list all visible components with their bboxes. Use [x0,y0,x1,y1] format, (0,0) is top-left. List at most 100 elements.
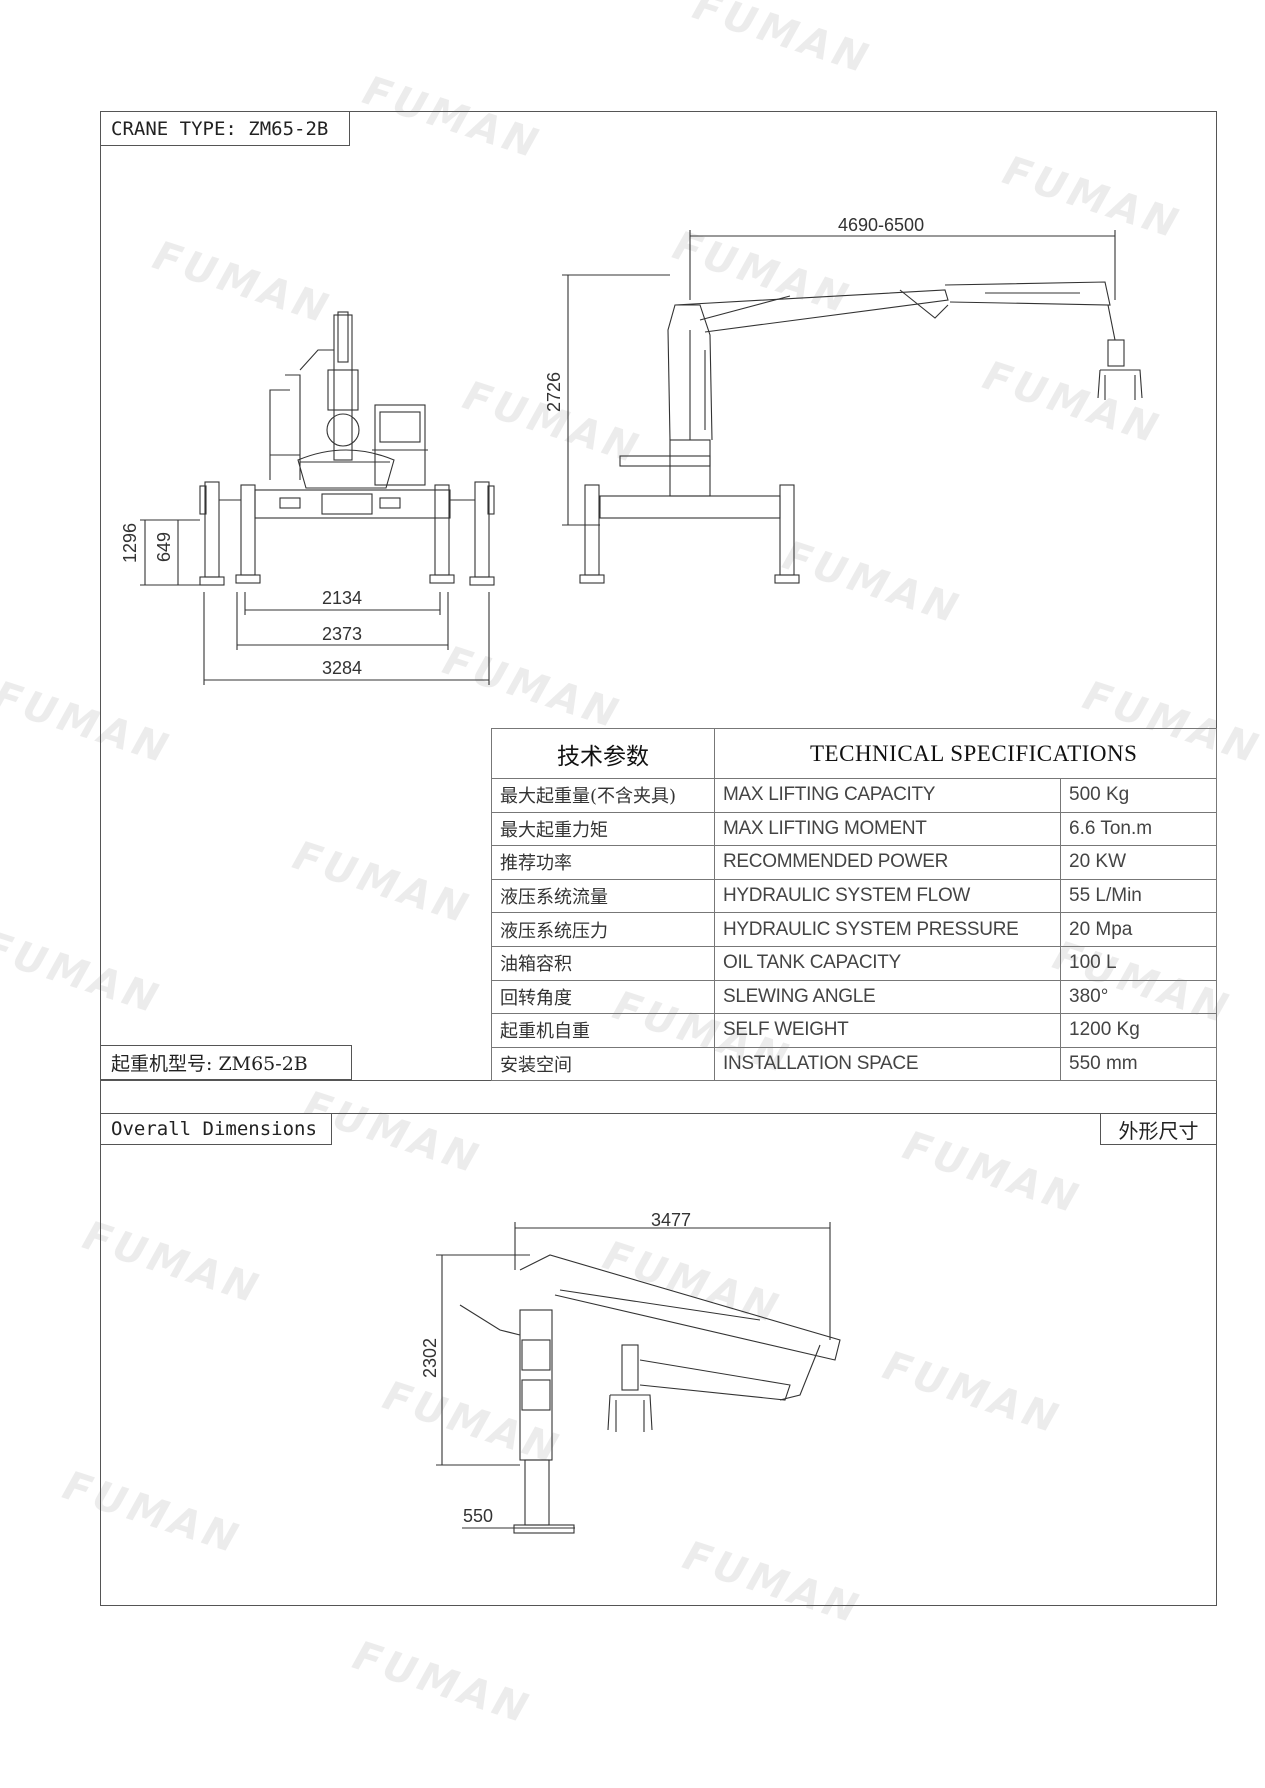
spec-value: 20 KW [1060,845,1217,880]
front-column-top [337,311,349,363]
spec-name-zh: 最大起重力矩 [491,811,715,847]
spec-name-zh: 最大起重量(不含夹具) [491,778,715,813]
side-foot [774,574,800,584]
spec-name-zh: 安装空间 [491,1046,715,1082]
dim-height-total: 1296 [120,523,140,563]
folded-jib [639,1359,791,1401]
spec-name-zh: 推荐功率 [491,845,715,880]
side-foot [579,574,605,584]
side-view-drawing: 4690-6500 2726 [544,215,1143,584]
front-base-detail [279,497,301,509]
spec-name-en: MAX LIFTING MOMENT [714,811,1061,847]
side-tray [619,455,711,467]
front-column-cylinder [327,369,359,411]
folded-main-boom [519,1254,841,1361]
spec-title-en: TECHNICAL SPECIFICATIONS [714,728,1217,779]
spec-name-en: MAX LIFTING CAPACITY [714,778,1061,813]
side-jib [944,281,1111,306]
spec-name-en: INSTALLATION SPACE [714,1046,1061,1082]
front-seat-back [379,411,421,443]
section-divider [100,1113,1217,1114]
front-foot [235,574,261,584]
dim-width-outer: 3284 [322,658,362,678]
folded-mast [519,1309,553,1461]
spec-name-zh: 液压系统流量 [491,878,715,914]
front-base-detail [379,497,401,509]
crane-type-label: CRANE TYPE: ZM65-2B [100,111,350,146]
spec-name-zh: 回转角度 [491,979,715,1015]
spec-name-zh: 液压系统压力 [491,912,715,947]
front-slew-ring [326,413,360,447]
side-knuckle [899,289,949,319]
spec-value: 380° [1060,979,1217,1015]
spec-title-zh: 技术参数 [491,728,715,779]
front-view-drawing: 1296 649 2134 2373 3284 [120,311,495,685]
front-frame [285,374,301,480]
front-turntable [297,449,395,489]
front-column [333,314,353,461]
spec-name-en: OIL TANK CAPACITY [714,945,1061,981]
side-slew [669,439,711,497]
folded-seat [521,1379,551,1411]
side-leg [584,484,600,576]
dim-folded-height: 2302 [420,1338,440,1378]
side-column [667,304,713,441]
side-main-boom [674,289,949,333]
spec-value: 1200 Kg [1060,1013,1217,1048]
spec-value: 500 Kg [1060,778,1217,813]
side-boom-cylinder [699,295,791,321]
folded-rotator [621,1344,639,1391]
front-hose [299,349,334,371]
crane-type-label-zh: 起重机型号: ZM65-2B [100,1045,352,1080]
overall-dimensions-label-zh: 外形尺寸 [1100,1113,1217,1145]
front-leg-inner-right [434,484,450,576]
spec-table: 技术参数 TECHNICAL SPECIFICATIONS 最大起重量(不含夹具… [491,728,1217,1082]
spec-value: 550 mm [1060,1046,1217,1082]
spec-value: 6.6 Ton.m [1060,811,1217,847]
folded-seat [521,1339,551,1371]
dim-length: 3477 [651,1210,691,1230]
front-foot [199,576,225,586]
folded-foot [513,1524,575,1534]
dim-base: 550 [463,1506,493,1526]
side-rotator-body [1107,339,1125,367]
drawing-frame [100,111,1217,1606]
spec-name-zh: 起重机自重 [491,1013,715,1048]
front-seat [374,404,426,486]
folded-mast-lower [524,1459,550,1526]
folded-handle [459,1304,521,1336]
folded-view-drawing: 3477 2302 550 [420,1210,841,1534]
front-frame [269,389,290,480]
overall-dimensions-label: Overall Dimensions [100,1113,332,1145]
dim-reach: 4690-6500 [838,215,924,235]
dim-height-leg: 649 [154,532,174,562]
dim-width-mid: 2373 [322,624,362,644]
dim-width-inner: 2134 [322,588,362,608]
folded-boom-cylinder [559,1289,761,1321]
side-grapple [1097,369,1143,400]
front-leg-cap [487,485,495,515]
front-leg-inner-left [240,484,256,576]
side-leg [779,484,795,576]
folded-grapple [607,1394,653,1432]
spec-name-en: RECOMMENDED POWER [714,845,1061,880]
spec-value: 100 L [1060,945,1217,981]
folded-knuckle [779,1344,821,1401]
spec-name-en: SLEWING ANGLE [714,979,1061,1015]
side-base-beam [599,495,781,519]
spec-table-header: 技术参数 TECHNICAL SPECIFICATIONS [491,728,1217,779]
front-base-hub [321,493,373,515]
front-foot [429,574,455,584]
spec-name-en: HYDRAULIC SYSTEM PRESSURE [714,912,1061,947]
side-rotator [1107,304,1116,341]
